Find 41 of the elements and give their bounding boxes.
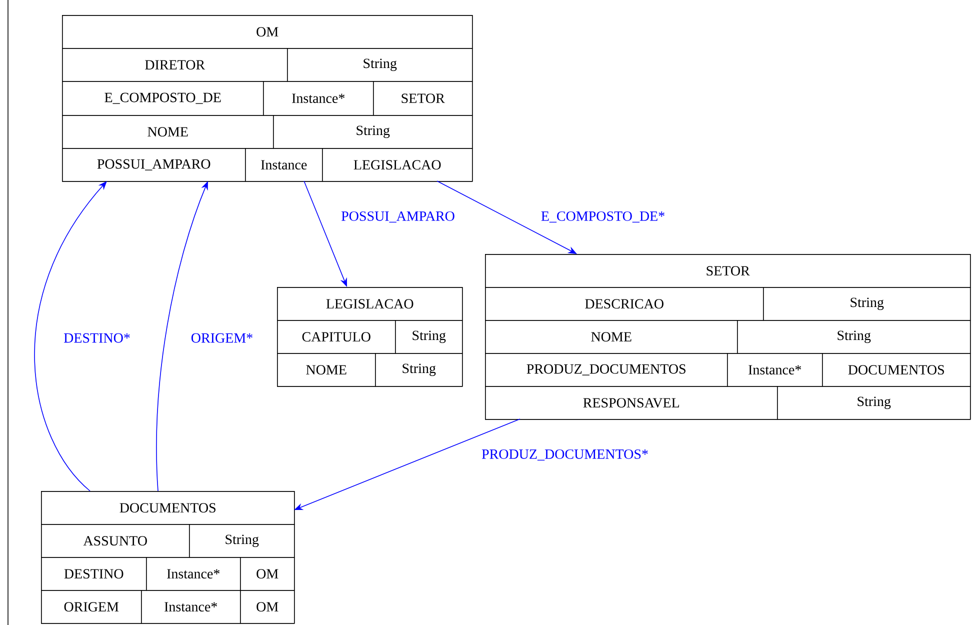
table-cell: String [763, 287, 971, 321]
table-cell: NOME [485, 320, 738, 354]
table-cell: DESCRICAO [485, 287, 764, 321]
table-cell: String [737, 320, 971, 354]
edge-label: DESTINO* [62, 332, 132, 344]
table-cell: DOCUMENTOS [822, 353, 971, 387]
table-cell: ASSUNTO [41, 524, 190, 558]
table-cell: PRODUZ_DOCUMENTOS [485, 353, 728, 387]
table-cell: NOME [62, 115, 274, 149]
table-cell: OM [62, 15, 473, 49]
table-cell: String [375, 353, 463, 387]
table-cell: SETOR [485, 254, 971, 288]
table-cell: DOCUMENTOS [41, 491, 295, 525]
edge-label: E_COMPOSTO_DE* [540, 210, 666, 224]
table-cell: String [777, 386, 971, 420]
table-cell: OM [240, 590, 295, 624]
table-cell: DIRETOR [62, 48, 288, 82]
table-cell: LEGISLACAO [277, 287, 463, 321]
table-cell: Instance [245, 148, 323, 182]
table-cell: Instance* [141, 590, 241, 624]
table-cell: NOME [277, 353, 376, 387]
table-cell: RESPONSAVEL [485, 386, 778, 420]
table-cell: E_COMPOSTO_DE [62, 81, 264, 116]
table-cell: DESTINO [41, 557, 147, 591]
table-cell: String [273, 115, 473, 149]
arrow [34, 181, 107, 492]
table-cell: Instance* [727, 353, 823, 387]
table-cell: String [395, 320, 463, 354]
table-cell: String [287, 48, 473, 82]
edge-label: ORIGEM* [190, 332, 254, 344]
edge-label: POSSUI_AMPARO [340, 210, 456, 224]
table-cell: ORIGEM [41, 590, 142, 624]
table-cell: CAPITULO [277, 320, 396, 354]
table-cell: OM [240, 557, 295, 591]
table-cell: Instance* [263, 81, 374, 116]
table-cell: POSSUI_AMPARO [62, 148, 246, 182]
table-cell: String [189, 524, 295, 558]
table-cell: Instance* [146, 557, 241, 591]
edge-label: PRODUZ_DOCUMENTOS* [480, 448, 650, 462]
table-cell: LEGISLACAO [322, 148, 473, 182]
table-cell: SETOR [373, 81, 473, 116]
